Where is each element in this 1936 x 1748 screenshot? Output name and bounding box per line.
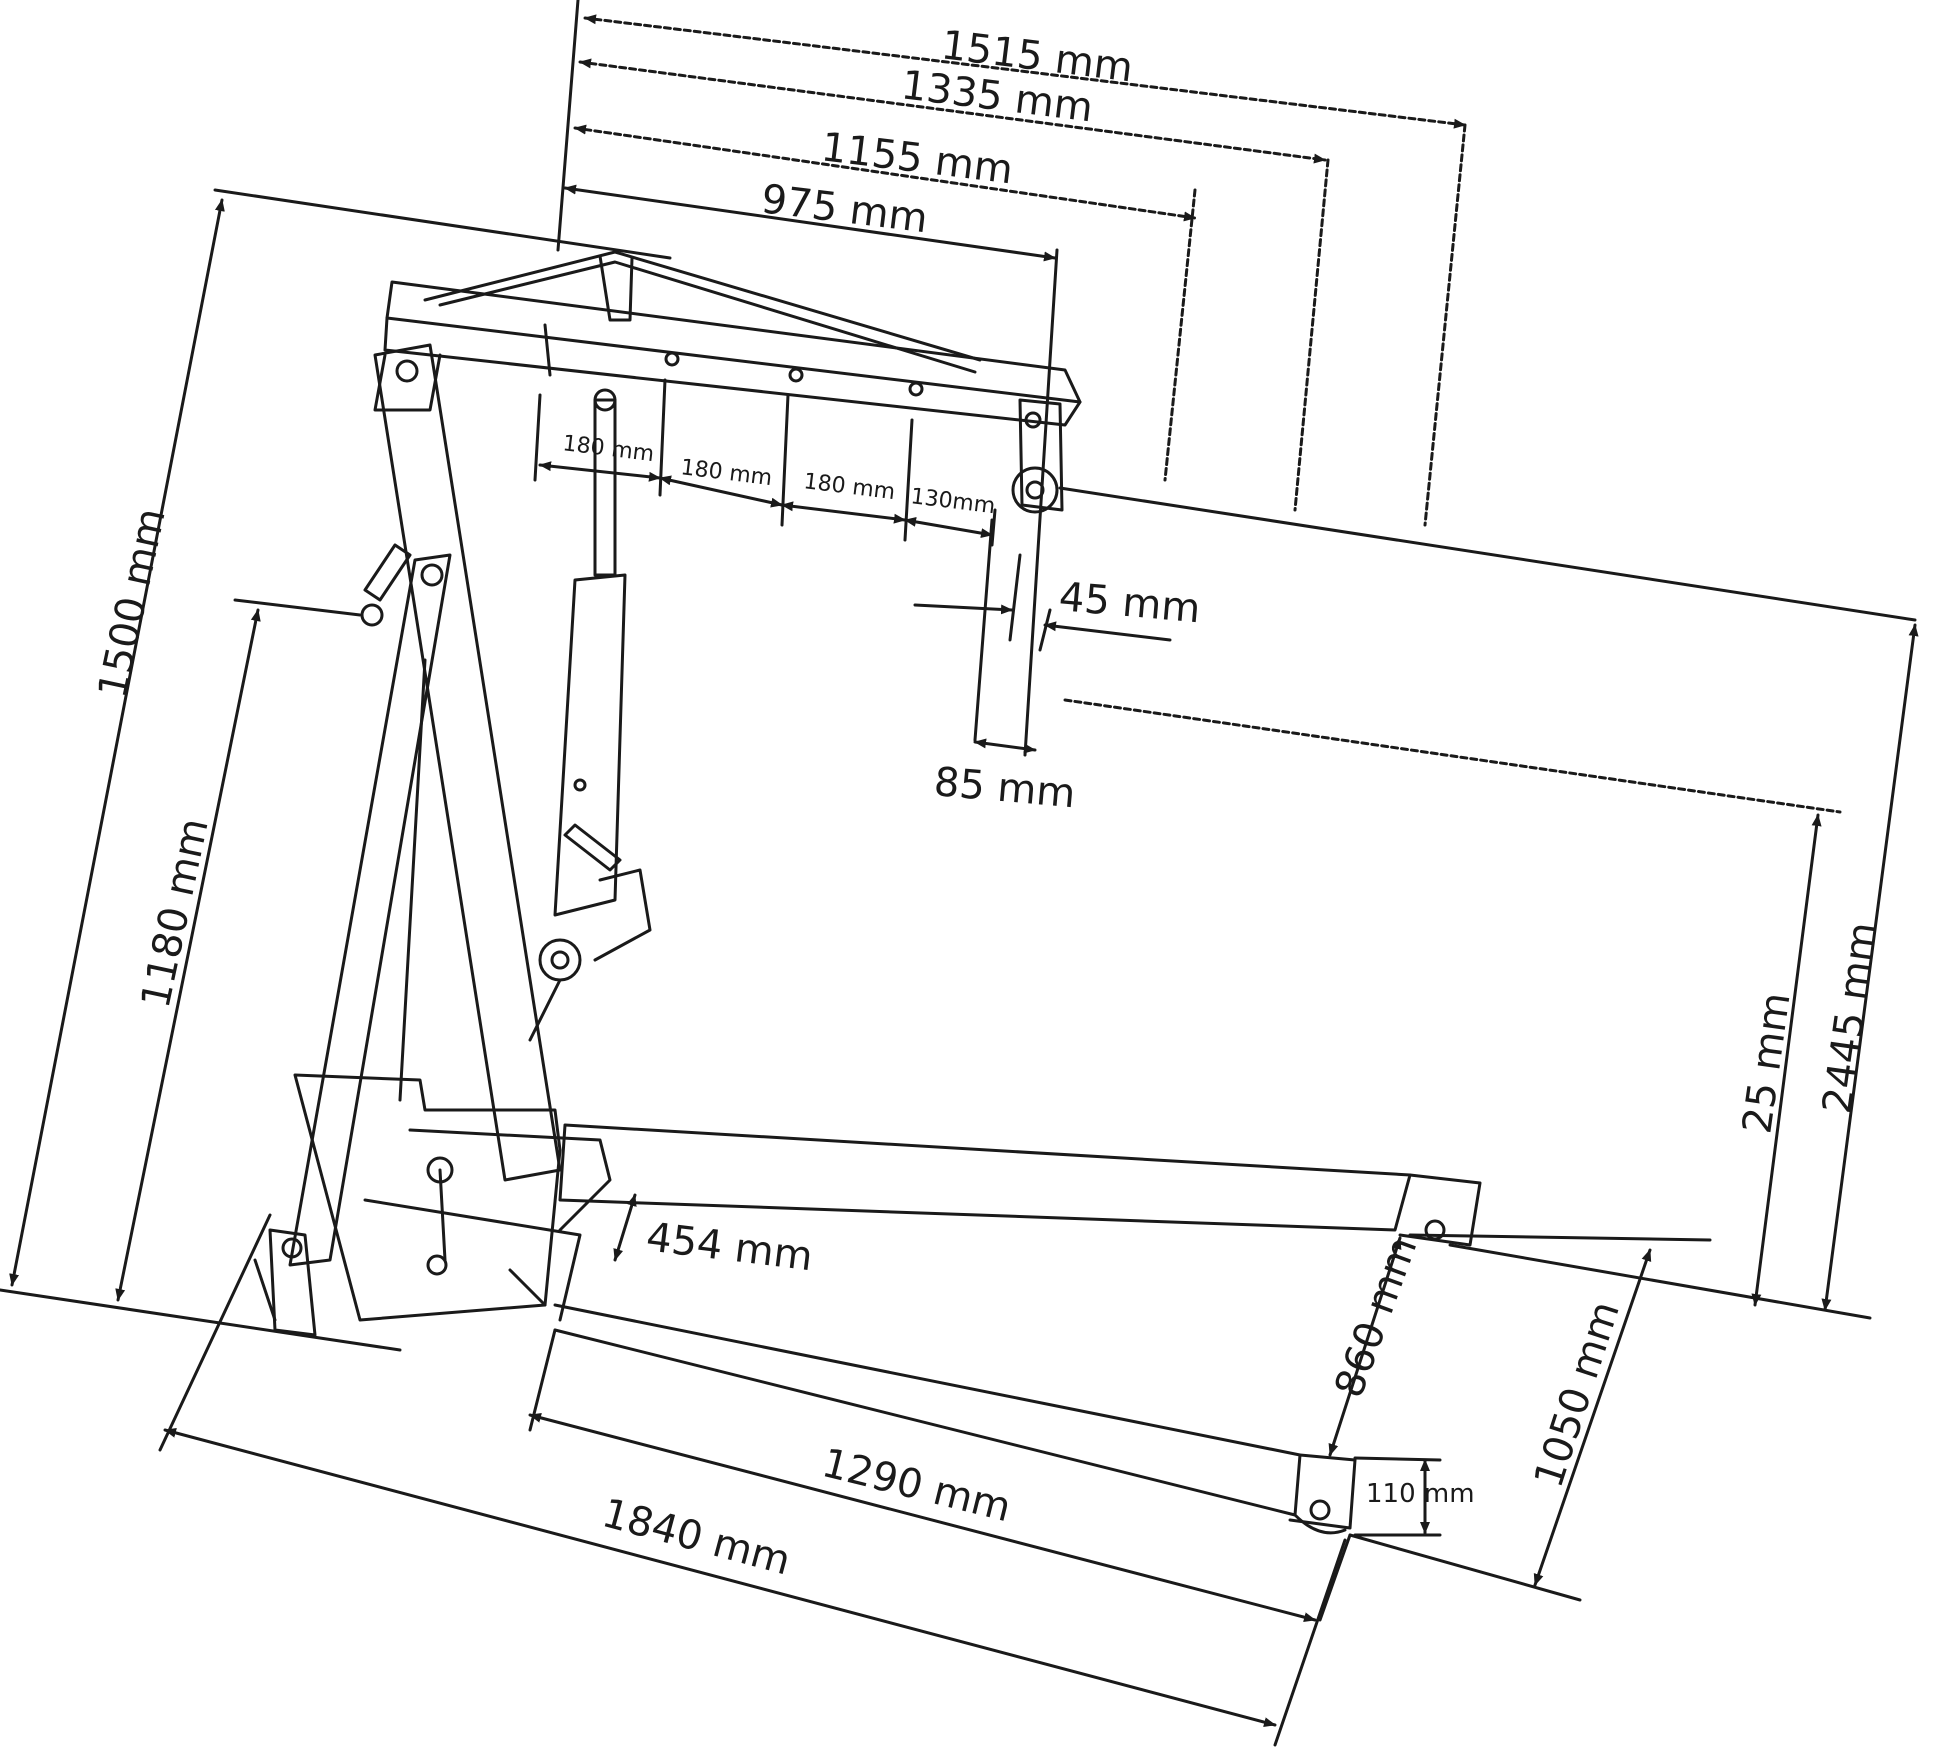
label-hook-offset: 85 mm [932,759,1077,817]
label-outer-width: 1050 mm [1526,1296,1629,1493]
label-base-height: 454 mm [644,1214,815,1280]
label-overall-height: 1500 mm [90,504,175,702]
label-1155: 1155 mm [819,124,1016,193]
label-975: 975 mm [759,176,930,242]
engine-crane-drawing [253,250,1482,1535]
label-leg-length: 1290 mm [818,1440,1016,1531]
label-max-hook-height: 2445 mm [1814,919,1886,1116]
label-inner-width: 860 mm [1326,1231,1426,1404]
label-wheel-height: 110 mm [1366,1479,1475,1509]
label-hook-width: 45 mm [1057,574,1202,632]
label-hole-spacing-4: 130mm [909,484,996,519]
label-hole-spacing-3: 180 mm [802,469,896,505]
label-mast-height: 1180 mm [133,814,218,1012]
label-min-hook-height: 25 mm [1734,990,1799,1137]
label-hole-spacing-1: 180 mm [561,431,655,467]
